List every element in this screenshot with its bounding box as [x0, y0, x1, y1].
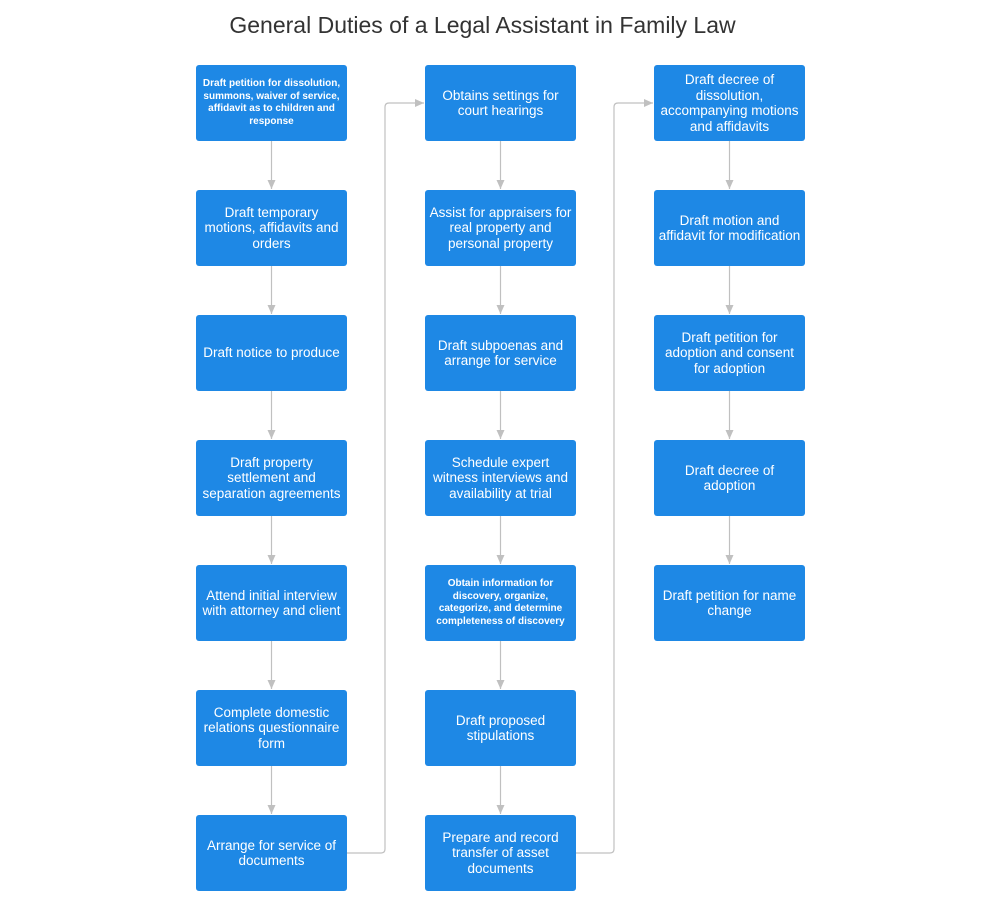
node-label: Draft motion and affidavit for modificat…: [658, 212, 801, 244]
column-link-arrow: [347, 99, 424, 854]
node-label: Assist for appraisers for real property …: [429, 204, 572, 251]
node-schedule-expert-witness: Schedule expert witness interviews and a…: [425, 440, 576, 516]
node-label: Draft proposed stipulations: [455, 712, 546, 744]
node-obtain-court-settings: Obtains settings for court hearings: [425, 65, 576, 141]
node-obtain-discovery-info: Obtain information for discovery, organi…: [425, 565, 576, 641]
node-label: Draft notice to produce: [203, 345, 340, 361]
node-label: Arrange for service of documents: [206, 837, 337, 869]
node-label: Draft petition for name change: [662, 587, 797, 619]
node-draft-temporary-motions: Draft temporary motions, affidavits and …: [196, 190, 347, 266]
node-draft-decree-dissolution: Draft decree of dissolution, accompanyin…: [654, 65, 805, 141]
node-draft-adoption-petition: Draft petition for adoption and consent …: [654, 315, 805, 391]
column-link-arrow: [576, 99, 653, 854]
node-label: Draft petition for dissolution, summons,…: [202, 78, 341, 127]
node-label: Draft subpoenas and arrange for service: [437, 337, 564, 369]
node-draft-decree-adoption: Draft decree of adoption: [654, 440, 805, 516]
node-arrange-service: Arrange for service of documents: [196, 815, 347, 891]
node-label: Obtain information for discovery, organi…: [436, 578, 565, 627]
node-draft-petition-dissolution: Draft petition for dissolution, summons,…: [196, 65, 347, 141]
node-label: Draft decree of dissolution, accompanyin…: [660, 72, 799, 134]
node-draft-property-settlement: Draft property settlement and separation…: [196, 440, 347, 516]
node-draft-stipulations: Draft proposed stipulations: [425, 690, 576, 766]
node-draft-name-change: Draft petition for name change: [654, 565, 805, 641]
node-attend-initial-interview: Attend initial interview with attorney a…: [196, 565, 347, 641]
node-label: Draft petition for adoption and consent …: [664, 329, 795, 376]
node-draft-modification-motion: Draft motion and affidavit for modificat…: [654, 190, 805, 266]
node-label: Draft decree of adoption: [684, 462, 775, 494]
node-label: Attend initial interview with attorney a…: [202, 587, 341, 619]
node-label: Schedule expert witness interviews and a…: [432, 454, 569, 501]
node-label: Draft temporary motions, affidavits and …: [204, 204, 339, 251]
node-record-asset-transfer: Prepare and record transfer of asset doc…: [425, 815, 576, 891]
node-draft-notice-to-produce: Draft notice to produce: [196, 315, 347, 391]
node-assist-appraisers: Assist for appraisers for real property …: [425, 190, 576, 266]
node-label: Draft property settlement and separation…: [202, 454, 341, 501]
node-label: Prepare and record transfer of asset doc…: [442, 829, 559, 876]
node-draft-subpoenas: Draft subpoenas and arrange for service: [425, 315, 576, 391]
node-complete-questionnaire: Complete domestic relations questionnair…: [196, 690, 347, 766]
diagram-title: General Duties of a Legal Assistant in F…: [229, 12, 736, 38]
node-label: Complete domestic relations questionnair…: [203, 704, 340, 751]
node-label: Obtains settings for court hearings: [442, 87, 559, 119]
